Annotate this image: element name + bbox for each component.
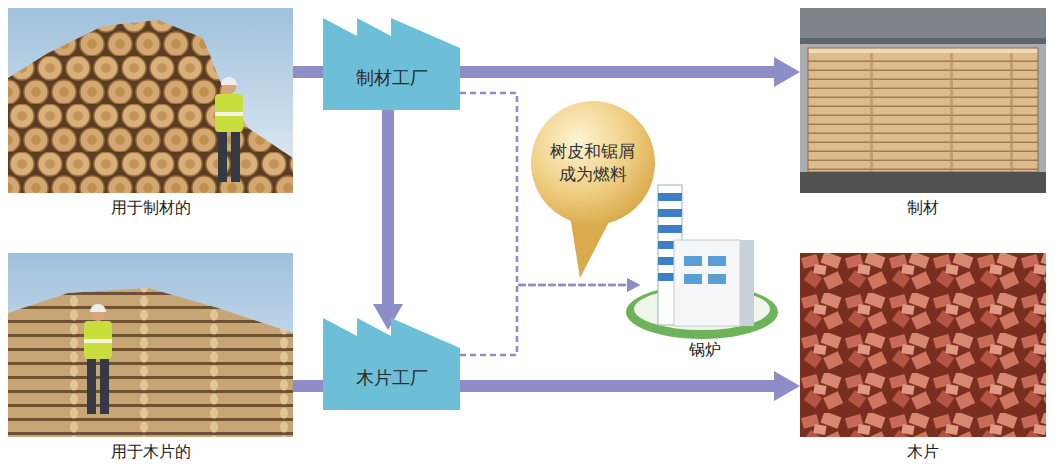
speech-bubble: 树皮和锯屑 成为燃料 <box>530 100 656 280</box>
stack-outline <box>808 48 1038 172</box>
worker-leg <box>218 132 227 182</box>
sky <box>8 253 293 437</box>
flow-arrow <box>293 66 323 78</box>
roof <box>800 8 1046 44</box>
photo-caption: 制材 <box>907 198 939 217</box>
photo-caption: 用于制材的 <box>111 198 191 217</box>
roof-edge <box>800 38 1046 44</box>
flow-arrow <box>382 110 394 304</box>
factory-shape <box>323 318 460 410</box>
worker-vest <box>84 321 112 359</box>
photo-caption: 用于木片的 <box>111 442 191 461</box>
factory-box: 木片工厂 <box>323 318 460 410</box>
bubble-circle <box>531 101 655 225</box>
window <box>708 274 726 284</box>
photo-caption: 锅炉 <box>689 340 721 359</box>
worker-leg <box>87 359 96 414</box>
factory-shape <box>323 18 460 110</box>
photo-panel: 用于制材的 <box>8 8 293 193</box>
window <box>684 274 702 284</box>
chips-photo <box>800 253 1046 437</box>
worker-helmet <box>221 77 237 85</box>
fuel-arrow <box>460 285 627 355</box>
chimney-band <box>658 193 682 201</box>
chimney-band <box>658 225 682 233</box>
factory-outline <box>323 18 460 110</box>
worker-helmet <box>90 304 106 312</box>
flow-arrow <box>460 380 774 392</box>
boiler-illustration <box>626 185 778 339</box>
photo-panel: 制材 <box>800 8 1046 193</box>
stack-top <box>808 48 1038 53</box>
window <box>684 256 702 266</box>
bubble-text: 树皮和锯屑 成为燃料 <box>549 140 637 186</box>
worker-leg <box>100 359 109 414</box>
sticker <box>950 53 953 172</box>
factory-box: 制材工厂 <box>323 18 460 110</box>
vest-stripe <box>84 339 112 343</box>
boiler-node: 锅炉 <box>640 180 770 335</box>
bubble-outline <box>530 100 656 280</box>
photo-panel: 木片 <box>800 253 1046 437</box>
worker-vest <box>215 94 243 132</box>
photo-caption: 木片 <box>907 442 939 461</box>
log-pile-photo <box>8 8 293 193</box>
boiler-house-side <box>740 240 754 326</box>
log-ends <box>8 20 293 193</box>
bubble-tail <box>570 216 610 278</box>
log-sides <box>8 288 293 437</box>
wall <box>800 8 1046 193</box>
sky <box>8 8 293 193</box>
sticker <box>870 53 873 172</box>
log-pile-photo <box>8 253 293 437</box>
factory-outline <box>323 318 460 410</box>
flow-arrow <box>293 380 323 392</box>
factory-label: 制材工厂 <box>356 67 428 89</box>
factory-label: 木片工厂 <box>356 367 428 389</box>
worker-leg <box>231 132 240 182</box>
flow-arrow <box>460 66 774 78</box>
wood-chips <box>800 253 1046 437</box>
chimney-band <box>658 209 682 217</box>
sticker <box>1010 53 1013 172</box>
lumber-photo <box>800 8 1046 193</box>
ground <box>800 172 1046 193</box>
photo-panel: 用于木片的 <box>8 253 293 437</box>
vest-stripe <box>215 112 243 116</box>
window <box>708 256 726 266</box>
plank-stack <box>808 48 1038 172</box>
boiler-house <box>674 240 740 326</box>
